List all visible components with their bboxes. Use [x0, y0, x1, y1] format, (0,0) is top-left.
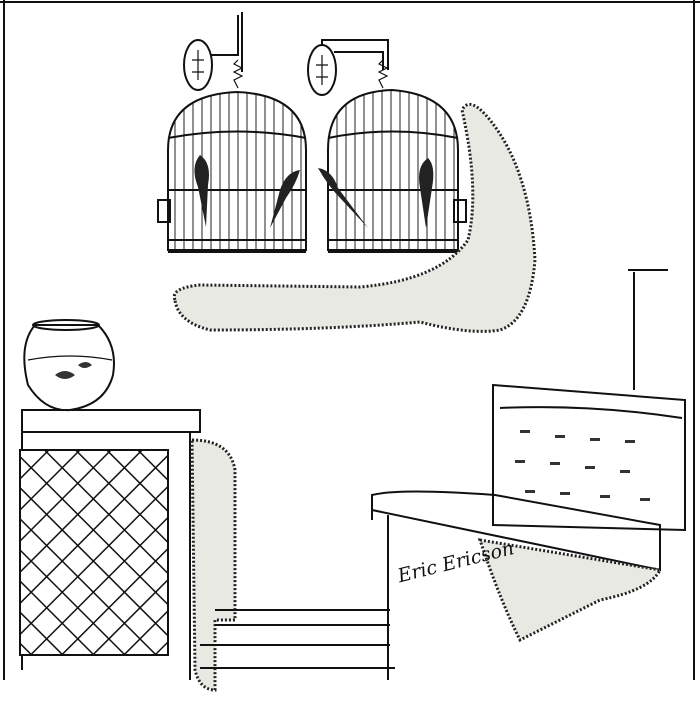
pole: [628, 269, 668, 390]
wall-sconce-left: [183, 12, 243, 91]
parrot: [194, 155, 209, 227]
baseboard: [200, 609, 395, 669]
spring-left: [232, 59, 244, 89]
wall-sconce-right: [307, 39, 389, 96]
fishbowl: [23, 319, 115, 412]
birdcage-right: [318, 88, 467, 253]
parrot: [318, 168, 368, 228]
shadow: [190, 438, 237, 692]
frame: [0, 0, 700, 680]
parrot: [270, 170, 300, 228]
parrot: [419, 158, 434, 228]
fuzzy-sausage: [172, 102, 537, 333]
cabinet: [19, 409, 201, 680]
table: [371, 490, 663, 680]
aquarium: [492, 383, 686, 532]
birdcage-left: [157, 90, 307, 253]
spring-right: [377, 59, 389, 89]
